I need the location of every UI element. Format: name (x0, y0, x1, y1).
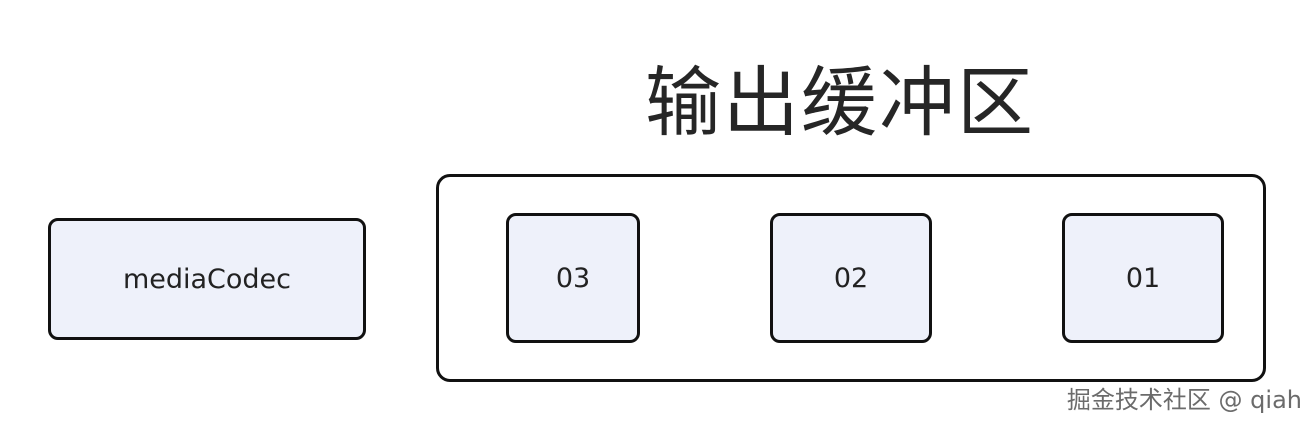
buffer-slot-label: 01 (1125, 262, 1161, 294)
buffer-slot-02: 02 (770, 213, 932, 343)
buffer-slot-01: 01 (1062, 213, 1224, 343)
diagram-title: 输出缓冲区 (645, 58, 1035, 147)
buffer-slot-label: 02 (833, 262, 869, 294)
buffer-slot-03: 03 (506, 213, 640, 343)
buffer-slot-label: 03 (555, 262, 591, 294)
media-codec-label: mediaCodec (122, 263, 292, 295)
watermark-text: 掘金技术社区 @ qiah (1066, 386, 1302, 414)
media-codec-box: mediaCodec (48, 218, 366, 340)
